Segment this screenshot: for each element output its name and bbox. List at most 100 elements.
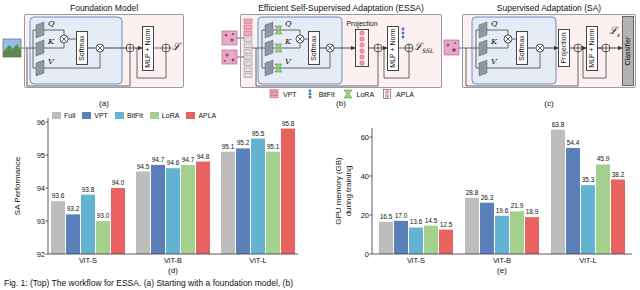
projection-matrix bbox=[265, 40, 273, 56]
add-symbol bbox=[405, 44, 413, 52]
box-label: Classifier bbox=[624, 37, 632, 66]
legend-swatch bbox=[150, 112, 159, 119]
add-symbol bbox=[574, 44, 582, 52]
multiply-symbol bbox=[536, 44, 544, 52]
axis-tick bbox=[46, 254, 49, 255]
token-sequence bbox=[244, 55, 252, 60]
bar-value: 54.4 bbox=[567, 139, 580, 147]
axis-tick-label: 95 bbox=[5, 151, 45, 160]
bar-value: 93.6 bbox=[52, 192, 65, 200]
token-sequence bbox=[244, 37, 252, 42]
token-sequence bbox=[244, 19, 252, 24]
bar-value: 94.6 bbox=[167, 159, 180, 167]
bar bbox=[196, 162, 210, 254]
bar-value: 21.9 bbox=[511, 202, 524, 210]
token-sequence bbox=[244, 67, 252, 72]
legend-icon bbox=[384, 90, 391, 99]
box-label: Projection bbox=[560, 32, 568, 63]
box-label: Softmax bbox=[518, 35, 526, 61]
bar bbox=[465, 198, 479, 254]
bitfit-icon bbox=[402, 28, 405, 31]
attention-block bbox=[472, 17, 556, 84]
bar bbox=[111, 188, 125, 254]
multiply-symbol bbox=[60, 35, 544, 52]
axis-title: SA Performance bbox=[13, 157, 23, 215]
legend-text: BitFit bbox=[319, 90, 335, 99]
input-image bbox=[222, 31, 237, 45]
legend-text: VPT bbox=[283, 90, 297, 99]
add-symbol bbox=[574, 44, 582, 52]
axis-tick bbox=[46, 188, 49, 189]
token-sequence bbox=[244, 31, 252, 36]
bar bbox=[181, 165, 195, 254]
input-image bbox=[230, 38, 234, 42]
matrix-label: K bbox=[285, 37, 291, 46]
bar bbox=[51, 201, 65, 254]
bar bbox=[596, 164, 610, 254]
input-image bbox=[3, 39, 21, 57]
legend-item: Full bbox=[52, 111, 75, 120]
matrix-label: V bbox=[48, 57, 54, 66]
apla-dots bbox=[360, 31, 364, 35]
token-sequence bbox=[244, 19, 252, 78]
workflow-panel: SoftmaxProjectionMLP + NormEfficient Sel… bbox=[240, 14, 442, 88]
legend-swatch bbox=[52, 112, 61, 119]
bar-value: 63.8 bbox=[552, 121, 565, 129]
panel-label: (a) bbox=[99, 99, 109, 108]
input-image bbox=[452, 48, 456, 52]
bitfit-icon bbox=[402, 28, 405, 39]
legend-icon bbox=[381, 89, 393, 99]
multiply-symbol bbox=[327, 45, 333, 51]
apla-dots bbox=[360, 37, 364, 41]
panel-title: Foundation Model bbox=[70, 3, 138, 13]
box-label: Softmax bbox=[310, 35, 318, 61]
apla-dots bbox=[360, 49, 364, 53]
legend-text: VPT bbox=[94, 111, 108, 120]
axis-tick-label: 60 bbox=[329, 133, 369, 142]
bar-value: 94.8 bbox=[197, 153, 210, 161]
matrix-label: K bbox=[491, 37, 497, 46]
loss-symbol: ℒ bbox=[609, 25, 617, 37]
projection-matrix bbox=[36, 40, 44, 56]
bar bbox=[66, 214, 80, 254]
add-symbol bbox=[405, 44, 413, 52]
legend-item: VPT bbox=[268, 89, 297, 99]
bitfit-icon bbox=[402, 32, 405, 35]
legend-text: LoRA bbox=[357, 90, 375, 99]
matrix-label: V bbox=[285, 57, 291, 66]
axis-line bbox=[48, 118, 298, 254]
bar-value: 95.2 bbox=[237, 139, 250, 147]
bar bbox=[96, 221, 110, 254]
axis-tick-label: 92 bbox=[5, 250, 45, 259]
bar-value: 93.8 bbox=[82, 186, 95, 194]
flow-arrow bbox=[320, 48, 355, 49]
multiply-symbol bbox=[61, 36, 67, 42]
legend-text: LoRA bbox=[162, 111, 180, 120]
operation-box: Softmax bbox=[516, 31, 528, 65]
bar-value: 19.6 bbox=[496, 207, 509, 215]
bar-value: 14.5 bbox=[425, 217, 438, 225]
bar-value: 45.9 bbox=[597, 155, 610, 163]
input-image bbox=[232, 33, 234, 35]
bar-value: 35.3 bbox=[582, 176, 595, 184]
bar-value: 95.1 bbox=[267, 143, 280, 151]
bar bbox=[424, 226, 438, 254]
panel-fill bbox=[240, 14, 442, 88]
signal-line bbox=[459, 30, 606, 86]
panel-title: Efficient Self-Supervised Adaptation (ES… bbox=[258, 3, 424, 13]
multiply-symbol bbox=[326, 44, 334, 52]
multiply-symbol bbox=[505, 36, 511, 42]
axis-tick-label: 96 bbox=[5, 118, 45, 127]
bar-value: 95.1 bbox=[222, 143, 235, 151]
bar-value: 94.5 bbox=[137, 163, 150, 171]
loss-subscript: SSL bbox=[422, 47, 434, 54]
operation-box: MLP + Norm bbox=[387, 26, 399, 71]
axis-tick-label: ViT-B bbox=[493, 256, 511, 265]
panel-fill bbox=[24, 14, 184, 88]
lora-icon bbox=[275, 44, 282, 52]
axis-title: GPU memory (GB) during training bbox=[334, 151, 353, 231]
